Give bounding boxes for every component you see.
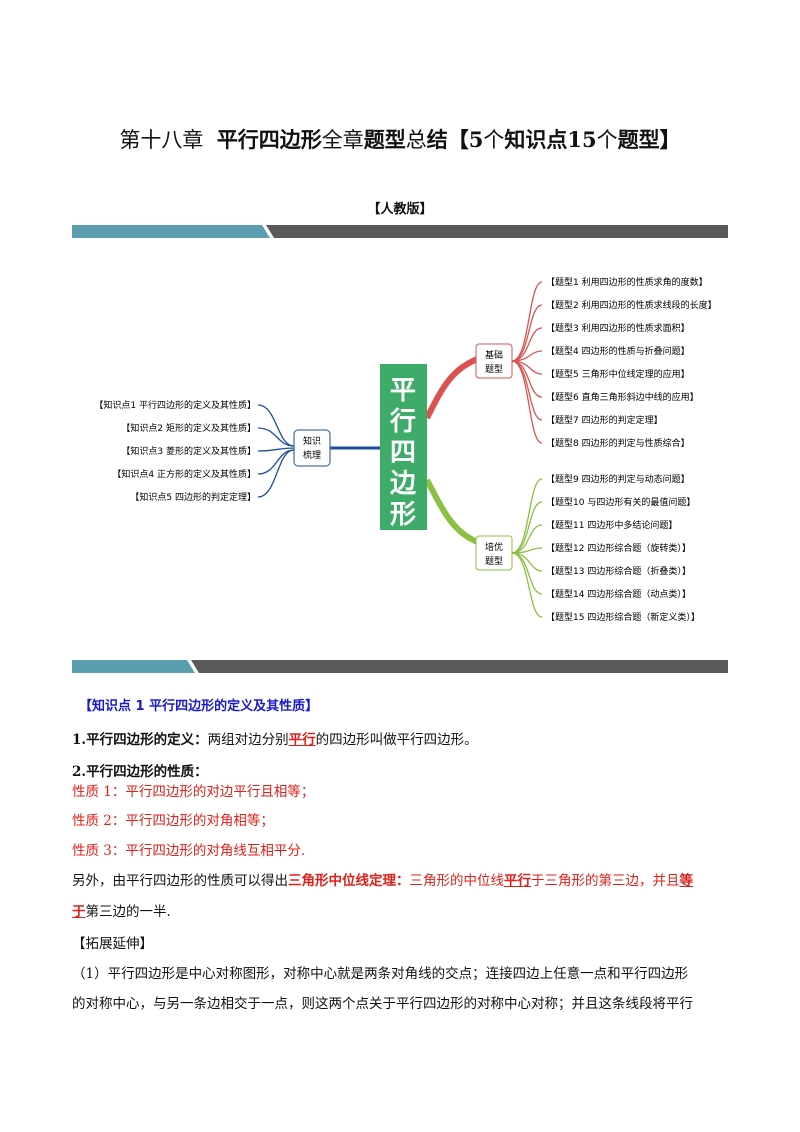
basic-branches <box>511 281 543 444</box>
title-part: 题型】 <box>617 127 681 152</box>
knowledge-point-label: 【知识点1 平行四边形的定义及其性质】 <box>94 399 256 411</box>
title-part: 知识点 <box>504 127 568 152</box>
basic-type-label: 【题型2 利用四边形的性质求线段的长度】 <box>546 299 717 311</box>
advanced-type-label: 【题型10 与四边形有关的最值问题】 <box>546 496 695 508</box>
definition-text: 的四边形叫做平行四边形。 <box>315 732 478 748</box>
advanced-type-label: 【题型12 四边形综合题（旋转类）】 <box>546 542 691 554</box>
extension-label: 【拓展延伸】 <box>72 936 153 952</box>
keyword: 等 <box>679 873 694 889</box>
advanced-node-line1: 培优 <box>485 541 503 553</box>
title-part: 个 <box>483 128 505 152</box>
divider-bar-bottom <box>72 660 728 673</box>
page-title: 第十八章 平行四边形全章题型总结【5个知识点15个题型】 <box>0 124 800 154</box>
knowledge-point-label: 【知识点3 菱形的定义及其性质】 <box>121 445 256 457</box>
knowledge-point-label: 【知识点2 矩形的定义及其性质】 <box>121 422 256 434</box>
advanced-type-label: 【题型11 四边形中多结论问题】 <box>546 519 677 531</box>
basic-type-label: 【题型5 三角形中位线定理的应用】 <box>546 368 690 380</box>
paragraph-text: 三角形的中位线 <box>409 873 505 889</box>
definition-keyword: 平行 <box>288 732 316 748</box>
advanced-branches <box>511 478 543 618</box>
paragraph-text: 第三边的一半. <box>85 904 171 920</box>
property-2: 性质 2：平行四边形的对角相等； <box>72 813 274 829</box>
chapter-label: 第十八章 <box>119 128 204 152</box>
section-heading: 【知识点 1 平行四边形的定义及其性质】 <box>79 699 319 714</box>
paragraph-text: 另外，由平行四边形的性质可以得出 <box>72 873 288 889</box>
center-label: 平 行 四 边 形 <box>389 376 417 530</box>
advanced-type-label: 【题型9 四边形的判定与动态问题】 <box>546 473 690 485</box>
center-char: 四 <box>390 438 416 468</box>
definition-label: 1.平行四边形的定义： <box>72 732 208 748</box>
center-node <box>380 364 427 530</box>
definition-text: 两组对边分别 <box>207 732 289 748</box>
knowledge-point-label: 【知识点4 正方形的定义及其性质】 <box>112 468 256 480</box>
center-char: 边 <box>390 469 417 499</box>
property-3: 性质 3：平行四边形的对角线互相平分. <box>72 843 306 859</box>
property-1: 性质 1：平行四边形的对边平行且相等； <box>72 784 315 800</box>
midline-paragraph: 另外，由平行四边形的性质可以得出三角形中位线定理：三角形的中位线平行于三角形的第… <box>72 869 693 889</box>
extension-line-1: （1）平行四边形是中心对称图形，对称中心就是两条对角线的交点；连接四边上任意一点… <box>72 966 689 982</box>
title-part: 个 <box>596 128 618 152</box>
knowledge-node-line2: 梳理 <box>303 449 321 461</box>
basic-type-label: 【题型6 直角三角形斜边中线的应用】 <box>546 391 699 403</box>
basic-node-line2: 题型 <box>485 364 503 375</box>
title-part: 15 <box>567 127 597 152</box>
midline-paragraph-cont: 于第三边的一半. <box>72 900 171 920</box>
advanced-connector <box>424 478 482 546</box>
definition-paragraph: 1.平行四边形的定义：两组对边分别平行的四边形叫做平行四边形。 <box>72 728 478 748</box>
advanced-node-line2: 题型 <box>485 556 503 567</box>
theorem-name: 三角形中位线定理： <box>288 873 410 889</box>
properties-label: 2.平行四边形的性质： <box>72 764 208 780</box>
knowledge-branches <box>257 404 295 498</box>
keyword: 平行 <box>504 873 531 889</box>
title-topic: 平行四边形 <box>216 127 322 152</box>
title-part: 总 <box>405 128 427 152</box>
knowledge-point-label: 【知识点5 四边形的判定定理】 <box>130 491 256 503</box>
advanced-type-label: 【题型14 四边形综合题（动点类）】 <box>546 588 691 600</box>
center-char: 平 <box>390 376 416 406</box>
knowledge-node-line1: 知识 <box>303 435 321 447</box>
mind-map: 知识 梳理 平 行 四 边 形 基础 题型 培优 <box>72 258 732 638</box>
keyword: 于 <box>72 904 86 920</box>
title-part: 题型 <box>363 127 406 152</box>
advanced-type-label: 【题型13 四边形综合题（折叠类）】 <box>546 565 691 577</box>
title-part: 【5 <box>447 127 484 152</box>
title-part: 结 <box>426 127 448 152</box>
basic-type-label: 【题型4 四边形的性质与折叠问题】 <box>546 345 690 357</box>
basic-type-label: 【题型8 四边形的判定与性质综合】 <box>546 437 690 449</box>
paragraph-text: 于三角形的第三边，并且 <box>531 873 680 889</box>
extension-line-2: 的对称中心，与另一条边相交于一点，则这两个点关于平行四边形的对称中心对称；并且这… <box>72 996 693 1012</box>
center-char: 形 <box>390 500 416 530</box>
advanced-type-label: 【题型15 四边形综合题（新定义类）】 <box>546 611 700 623</box>
center-char: 行 <box>389 406 416 437</box>
edition-label: 【人教版】 <box>367 202 433 217</box>
basic-node-line1: 基础 <box>485 349 503 361</box>
basic-connector <box>424 355 482 420</box>
basic-type-label: 【题型1 利用四边形的性质求角的度数】 <box>546 276 708 288</box>
knowledge-node-box <box>293 429 331 467</box>
title-part: 全章 <box>321 128 364 152</box>
basic-type-label: 【题型3 利用四边形的性质求面积】 <box>546 322 690 334</box>
basic-type-label: 【题型7 四边形的判定定理】 <box>546 414 663 426</box>
divider-bar-top <box>72 225 728 238</box>
